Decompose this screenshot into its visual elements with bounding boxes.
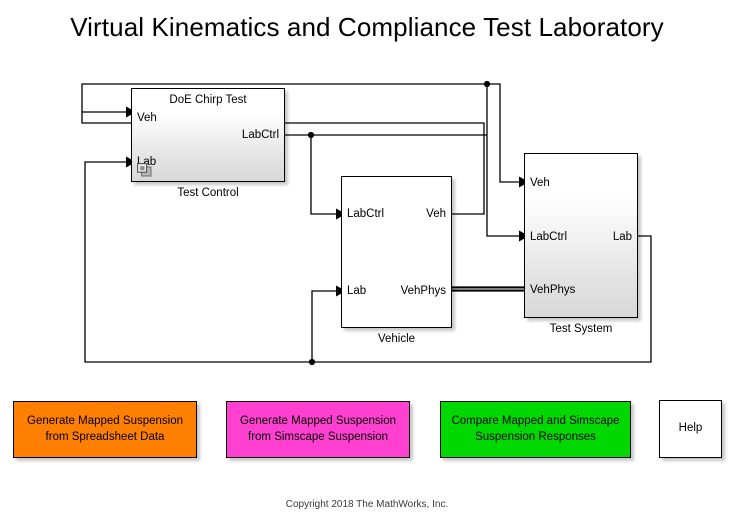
test-control-port-in-veh: Veh bbox=[137, 112, 157, 124]
test-system-port-in-labctrl: LabCtrl bbox=[530, 231, 568, 243]
button-compare-responses[interactable]: Compare Mapped and Simscape Suspension R… bbox=[440, 401, 631, 458]
button-generate-from-spreadsheet-label: Generate Mapped Suspension from Spreadsh… bbox=[27, 414, 183, 445]
vehicle-port-in-lab: Lab bbox=[347, 285, 367, 297]
copyright-notice: Copyright 2018 The MathWorks, Inc. bbox=[285, 499, 449, 510]
button-generate-from-simscape[interactable]: Generate Mapped Suspension from Simscape… bbox=[226, 401, 410, 458]
test-control-port-out-labctrl: LabCtrl bbox=[241, 129, 279, 141]
vehicle-port-in-labctrl: LabCtrl bbox=[347, 208, 385, 220]
block-test-system[interactable]: Veh LabCtrl VehPhys Lab bbox=[524, 153, 638, 318]
block-vehicle[interactable]: LabCtrl Lab Veh VehPhys bbox=[341, 176, 452, 328]
btn2-line2: Suspension Responses bbox=[475, 430, 596, 443]
vehicle-port-out-veh: Veh bbox=[426, 208, 446, 220]
block-test-control[interactable]: DoE Chirp Test Veh Lab LabCtrl bbox=[131, 88, 285, 182]
test-system-port-out-lab: Lab bbox=[612, 231, 632, 243]
wire-top-rail-to-testsystem-veh bbox=[487, 83, 519, 183]
btn1-line1: Generate Mapped Suspension bbox=[240, 414, 396, 427]
test-control-port-in-lab: Lab bbox=[137, 156, 157, 168]
test-control-heading: DoE Chirp Test bbox=[169, 94, 247, 106]
junction-bottom-rail bbox=[308, 358, 316, 366]
button-generate-from-simscape-label: Generate Mapped Suspension from Simscape… bbox=[240, 414, 396, 445]
wire-labctrl-to-testsystem bbox=[486, 84, 519, 237]
btn0-line2: from Spreadsheet Data bbox=[45, 430, 165, 443]
test-system-port-in-vehphys: VehPhys bbox=[530, 284, 576, 296]
page-title: Virtual Kinematics and Compliance Test L… bbox=[70, 12, 664, 42]
btn1-line2: from Simscape Suspension bbox=[248, 430, 388, 443]
junction-top-rail bbox=[483, 80, 491, 88]
button-help-label: Help bbox=[679, 421, 703, 437]
btn0-line1: Generate Mapped Suspension bbox=[27, 414, 183, 427]
subsystem-icon bbox=[137, 163, 152, 177]
junction-labctrl bbox=[307, 131, 315, 139]
vehicle-caption: Vehicle bbox=[377, 333, 416, 345]
button-help[interactable]: Help bbox=[659, 400, 722, 458]
wire-bottom-rail-to-vehicle-lab bbox=[311, 290, 336, 362]
wire-labctrl-to-vehicle bbox=[310, 135, 336, 215]
test-control-caption: Test Control bbox=[177, 187, 239, 199]
vehicle-port-out-vehphys: VehPhys bbox=[400, 285, 446, 297]
button-generate-from-spreadsheet[interactable]: Generate Mapped Suspension from Spreadsh… bbox=[13, 401, 197, 458]
test-system-port-in-veh: Veh bbox=[530, 177, 550, 189]
btn3-line1: Help bbox=[678, 422, 703, 435]
button-compare-responses-label: Compare Mapped and Simscape Suspension R… bbox=[451, 414, 619, 445]
btn2-line1: Compare Mapped and Simscape bbox=[451, 414, 620, 427]
test-system-caption: Test System bbox=[549, 323, 613, 335]
